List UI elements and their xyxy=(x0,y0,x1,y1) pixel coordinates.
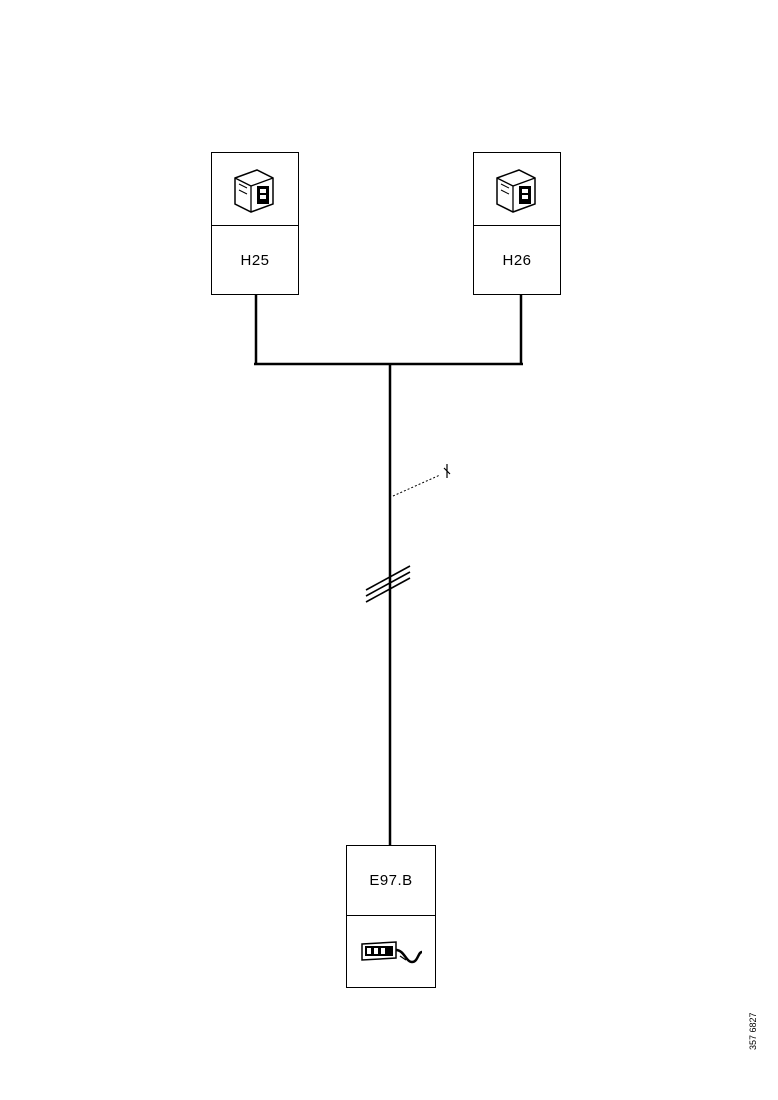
connector-h26-box[interactable]: H26 xyxy=(473,152,561,295)
connector-h25-label: H25 xyxy=(240,251,270,269)
leader-end-mark xyxy=(443,464,451,478)
connector-h25-box[interactable]: H25 xyxy=(211,152,299,295)
leader-line xyxy=(392,474,441,497)
connector-plug-icon xyxy=(212,153,298,226)
drawing-reference-number: 357 6827 xyxy=(748,1012,758,1050)
connector-plug-icon xyxy=(474,153,560,226)
harness-connector-icon xyxy=(347,916,435,987)
connector-h26-label: H26 xyxy=(502,251,532,269)
wire-break-symbol xyxy=(365,565,411,603)
connector-e97b-box[interactable]: E97.B xyxy=(346,845,436,988)
connector-e97b-label: E97.B xyxy=(347,846,435,916)
